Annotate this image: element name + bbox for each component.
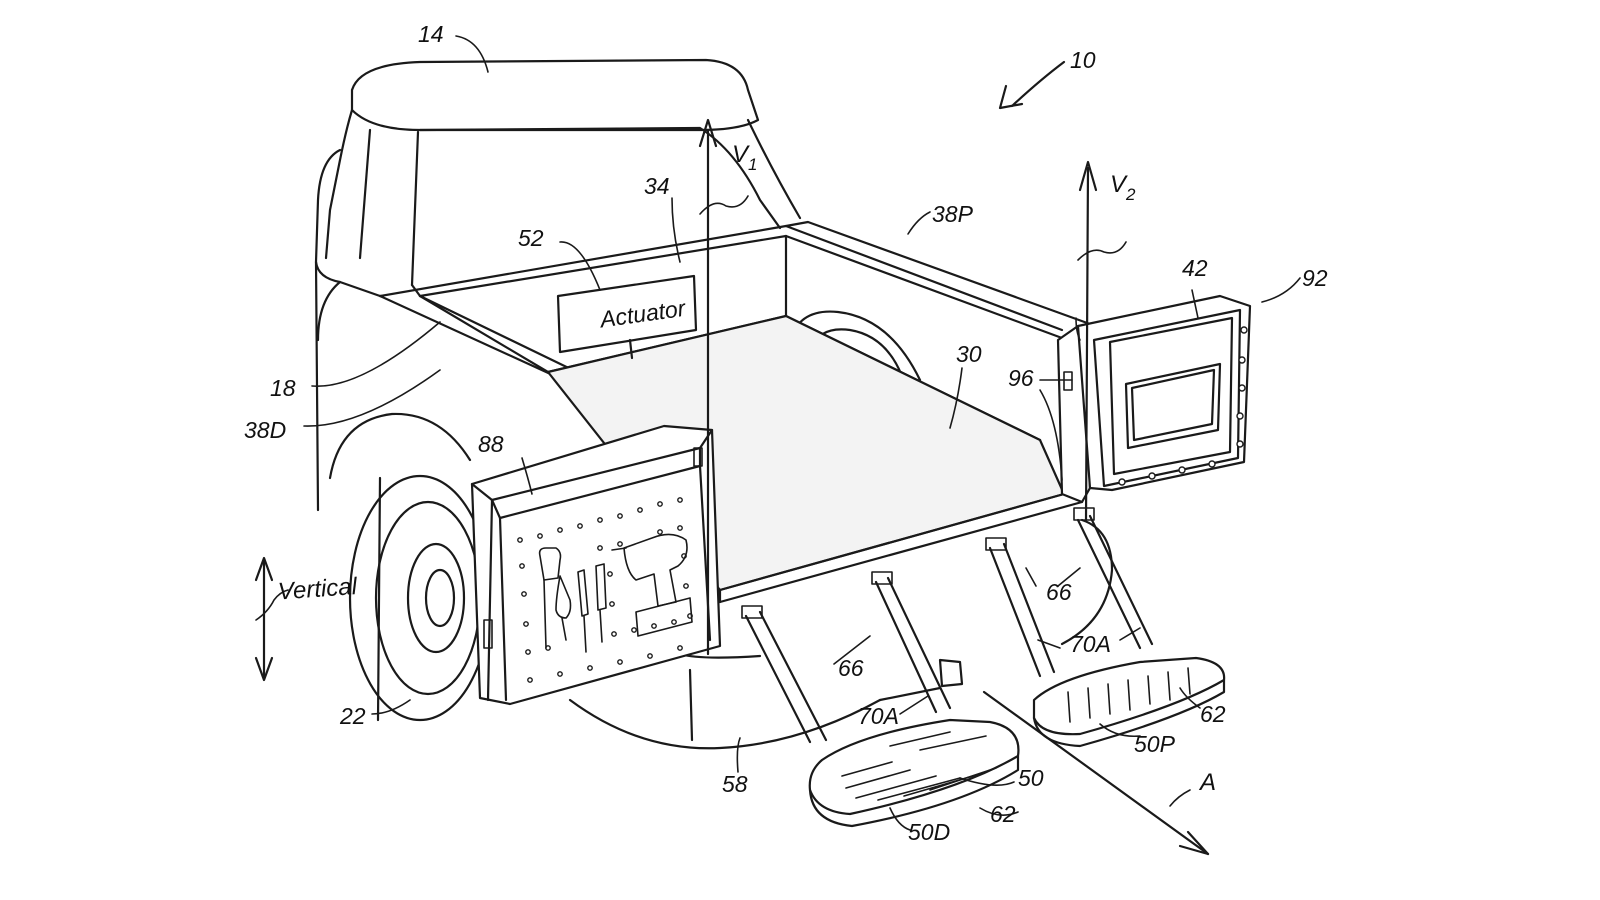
ref-70A-upper: 70A — [1070, 631, 1111, 657]
direction-a-label: A — [1198, 769, 1216, 796]
ref-22: 22 — [339, 703, 366, 729]
truck-cab — [316, 60, 800, 296]
v1-label: V1 — [732, 141, 757, 174]
ref-50D: 50D — [908, 819, 950, 845]
ref-38P: 38P — [932, 201, 974, 227]
ref-14: 14 — [418, 21, 444, 47]
ref-88: 88 — [478, 431, 504, 457]
v2-label: V2 — [1110, 171, 1136, 204]
ref-34: 34 — [644, 173, 670, 199]
ref-70A-lower: 70A — [858, 703, 899, 729]
driver-side-panel — [472, 426, 720, 704]
ref-50P: 50P — [1134, 731, 1176, 757]
ref-18: 18 — [270, 375, 296, 401]
ref-96: 96 — [1008, 365, 1034, 391]
ref-66-upper: 66 — [1046, 579, 1072, 605]
ref-92: 92 — [1302, 265, 1328, 291]
ref-58: 58 — [722, 771, 748, 797]
ref-50: 50 — [1018, 765, 1044, 791]
ref-10: 10 — [1070, 47, 1096, 73]
ref-30: 30 — [956, 341, 982, 367]
ref-62-passenger: 62 — [1200, 701, 1226, 727]
ref-52: 52 — [518, 225, 544, 251]
rear-wheel — [330, 414, 490, 720]
ref-42: 42 — [1182, 255, 1208, 281]
ref-38D: 38D — [244, 417, 286, 443]
ref-62-driver: 62 — [990, 801, 1016, 827]
ref-66-lower: 66 — [838, 655, 864, 681]
vertical-label: Vertical — [277, 573, 358, 606]
